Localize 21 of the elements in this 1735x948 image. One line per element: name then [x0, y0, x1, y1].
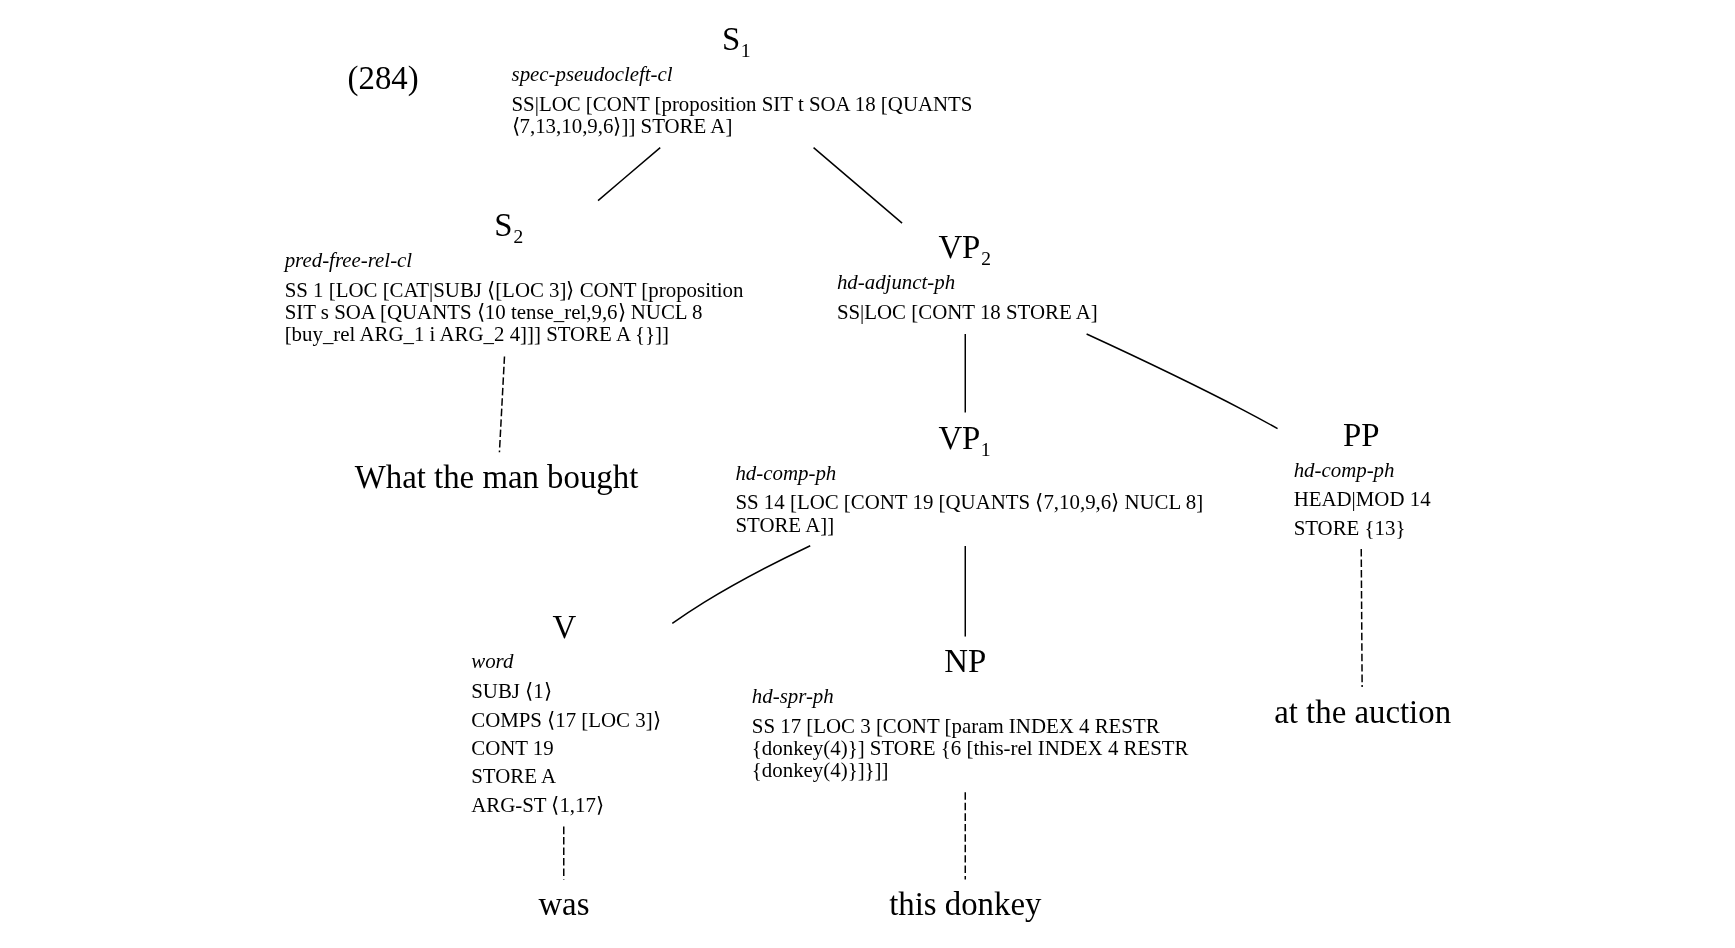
node-text: was [538, 886, 590, 923]
connector [671, 544, 811, 625]
connector [1085, 333, 1279, 430]
connector [498, 355, 506, 453]
node-text: VP₂ hd-adjunct-ph SS|LOC [CONT 18 STORE A] [836, 229, 1098, 325]
connector [964, 791, 966, 881]
node-text: this donkey [889, 886, 1042, 923]
node-text: PP hd-comp-ph HEAD|MOD 14 STORE {13} [1293, 416, 1431, 540]
node-text: VP₁ hd-comp-ph SS 14 [LOC [CONT 19 [QUANTS ⟨7,10,9,6⟩ NUCL 8] STORE A]] [735, 419, 1204, 537]
label: (284) [347, 60, 419, 97]
node-text: S₁ spec-pseudocleft-cl SS|LOC [CONT [proposition SIT t SOA 18 [QUANTS ⟨7,13,10,9,6⟩]] STORE A] [511, 21, 973, 139]
node-text: V word SUBJ ⟨1⟩ COMPS ⟨17 [LOC 3]⟩ CONT 19 STORE A ARG-ST ⟨1,17⟩ [471, 608, 661, 817]
node-text: What the man bought [354, 458, 639, 495]
connector [597, 146, 661, 202]
connector [812, 146, 903, 224]
connector [964, 333, 966, 414]
connector [964, 545, 966, 638]
connector [1360, 548, 1363, 688]
node-text: at the auction [1274, 693, 1452, 730]
node-text: S₂ pred-free-rel-cl SS 1 [LOC [CAT|SUBJ ⟨[LOC 3]⟩ CONT [proposition SIT s SOA [QUANTS ⟨10 tense_rel,9,6⟩ NUCL 8 [buy_rel ARG_1 i ARG_2 4]]] STORE A {}]] [284, 207, 744, 347]
node-text: NP hd-spr-ph SS 17 [LOC 3 [CONT [param INDEX 4 RESTR {donkey(4)}] STORE {6 [this-rel INDEX 4 RESTR {donkey(4)}]}]] [751, 642, 1189, 783]
